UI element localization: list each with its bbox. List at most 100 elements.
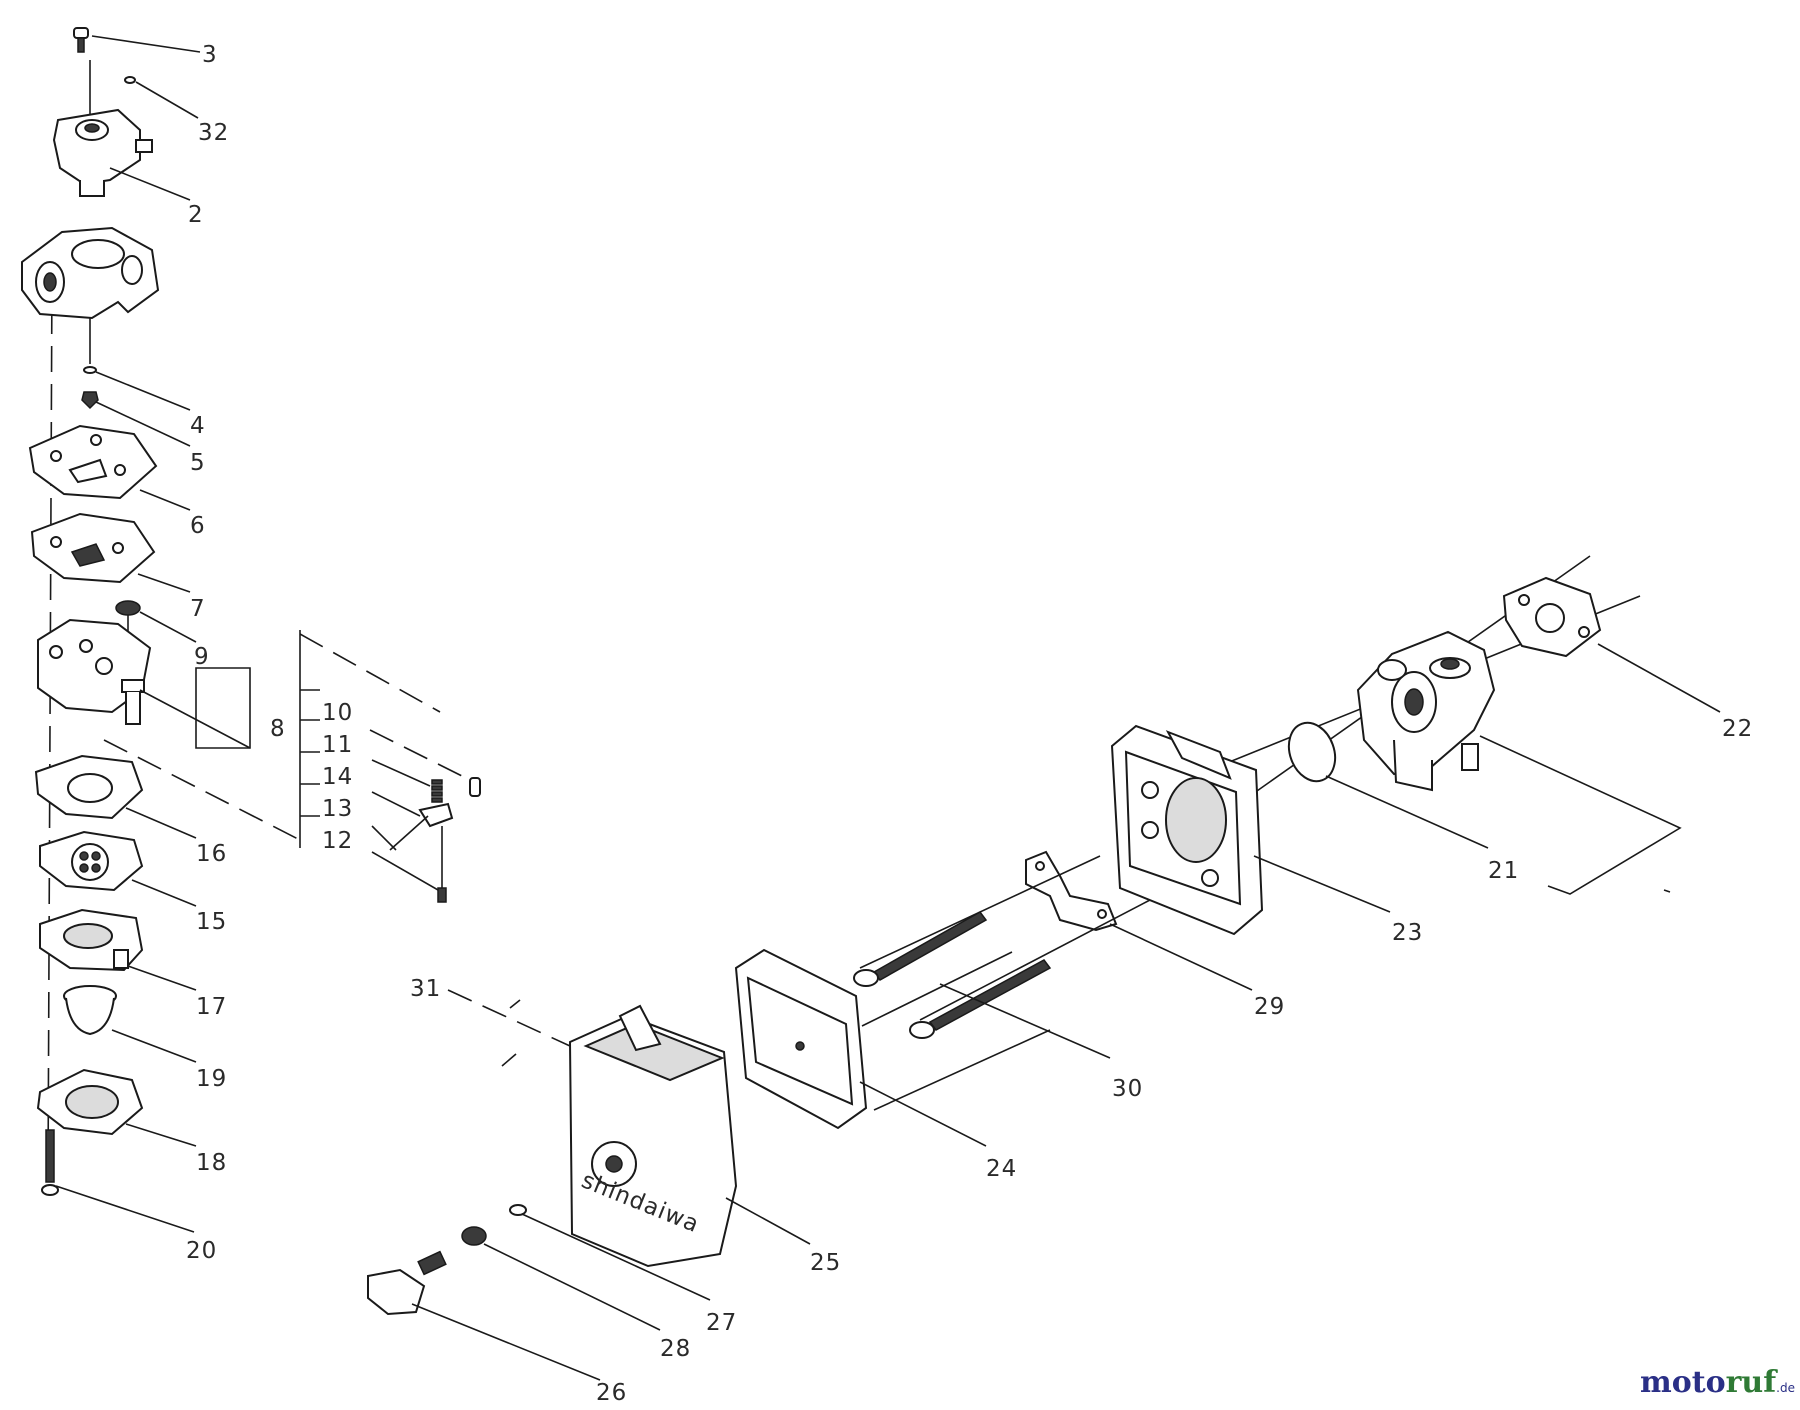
leader-21 xyxy=(1325,775,1489,849)
callout-3: 3 xyxy=(202,42,218,68)
part-10-inlet-needle xyxy=(469,777,481,797)
callout-14: 14 xyxy=(322,764,353,790)
callout-8: 8 xyxy=(270,716,286,742)
callout-24: 24 xyxy=(986,1156,1017,1182)
callout-26: 26 xyxy=(596,1380,627,1406)
part-13-control-lever xyxy=(418,802,454,828)
part-28-washer xyxy=(461,1226,487,1246)
leader-14 xyxy=(371,791,421,817)
leader-2 xyxy=(109,167,191,201)
leader-16 xyxy=(125,807,197,839)
callout-27: 27 xyxy=(706,1310,737,1336)
part-18-retainer-plate xyxy=(36,1068,144,1136)
callout-25: 25 xyxy=(810,1250,841,1276)
callout-18: 18 xyxy=(196,1150,227,1176)
leader-27 xyxy=(521,1213,711,1301)
leader-13 xyxy=(371,825,397,851)
callout-32: 32 xyxy=(198,120,229,146)
bolt-axis-2 xyxy=(919,899,1151,1021)
watermark-part2: ruf xyxy=(1726,1365,1779,1400)
kit-ticks xyxy=(300,689,320,817)
leader-5 xyxy=(95,401,191,447)
part-2-pump-cover xyxy=(52,108,153,197)
part-20-screw xyxy=(41,1129,59,1196)
leader-11 xyxy=(371,759,431,787)
part-assembled-carburetor xyxy=(1356,630,1496,792)
callout-22: 22 xyxy=(1722,716,1753,742)
part-5-jet xyxy=(81,391,99,410)
leader-18 xyxy=(125,1123,197,1147)
svg-text:motoruf.de: motoruf.de xyxy=(1640,1365,1795,1400)
leader-15 xyxy=(131,879,197,907)
part-4-o-ring xyxy=(83,366,97,374)
dash-31 xyxy=(447,989,571,1047)
tick-31b xyxy=(501,1053,517,1067)
leader-3 xyxy=(91,35,201,53)
part-9-filter-screen xyxy=(115,600,141,616)
filter-axis-lower xyxy=(873,1029,1051,1111)
leader-32 xyxy=(135,81,199,119)
tick-31a xyxy=(509,999,521,1009)
leader-22 xyxy=(1597,643,1721,713)
part-7-diaphragm xyxy=(30,512,156,584)
callout-23: 23 xyxy=(1392,920,1423,946)
callout-7: 7 xyxy=(190,596,206,622)
part-14-spring xyxy=(431,779,443,803)
part-21-o-ring xyxy=(1287,721,1337,783)
callout-10: 10 xyxy=(322,700,353,726)
callout-17: 17 xyxy=(196,994,227,1020)
alignment-axis-left xyxy=(47,269,53,1181)
part-30-bolt-upper xyxy=(853,911,988,987)
part-19-primer-bulb xyxy=(63,985,117,1036)
part-8-metering-body xyxy=(37,618,152,725)
callout-15: 15 xyxy=(196,909,227,935)
leader-20 xyxy=(55,1185,195,1233)
dash-kit-top xyxy=(299,633,441,713)
callout-31: 31 xyxy=(410,976,441,1002)
part-26-knob xyxy=(367,1250,447,1316)
callout-5-top: 5 xyxy=(190,450,206,476)
part-23-air-box-base xyxy=(1110,724,1264,936)
callout-16: 16 xyxy=(196,841,227,867)
callout-21: 21 xyxy=(1488,858,1519,884)
callout-4: 4 xyxy=(190,413,206,439)
callout-19: 19 xyxy=(196,1066,227,1092)
leader-24 xyxy=(859,1081,987,1147)
dash-kit-10 xyxy=(369,729,471,781)
callout-13: 13 xyxy=(322,796,353,822)
leader-30 xyxy=(939,983,1111,1059)
callout-12: 12 xyxy=(322,828,353,854)
lever-screw xyxy=(437,887,447,903)
callout-2-top: 2 xyxy=(188,202,204,228)
part-15-pump-diaphragm xyxy=(39,830,144,892)
watermark-suffix: .de xyxy=(1776,1381,1795,1395)
part-24-filter-element xyxy=(734,948,868,1130)
callout-30: 30 xyxy=(1112,1076,1143,1102)
part-1-carburetor-body xyxy=(21,226,160,320)
part-22-gasket xyxy=(1502,576,1602,658)
leader-29 xyxy=(1109,923,1253,991)
part-3-screw xyxy=(73,27,89,53)
leader-6-top xyxy=(139,489,191,511)
callout-20: 20 xyxy=(186,1238,217,1264)
part-30-bolt-lower xyxy=(909,959,1052,1039)
leader-4 xyxy=(95,371,191,411)
leader-8 xyxy=(139,689,251,749)
callout-9: 9 xyxy=(194,644,210,670)
watermark-logo: motoruf.de xyxy=(1640,1365,1795,1400)
watermark-part1: moto xyxy=(1640,1365,1726,1400)
part-6-gasket xyxy=(28,424,158,500)
callout-28: 28 xyxy=(660,1336,691,1362)
part-32-washer xyxy=(124,76,136,84)
part-17-pump-body xyxy=(39,908,144,972)
bracket-8-left xyxy=(195,667,251,749)
leader-7 xyxy=(137,573,191,593)
callout-6-top: 6 xyxy=(190,513,206,539)
leader-23 xyxy=(1253,855,1391,913)
leader-9 xyxy=(139,611,197,643)
callout-29: 29 xyxy=(1254,994,1285,1020)
leader-26 xyxy=(411,1303,601,1381)
leader-12 xyxy=(371,851,439,891)
bracket-21 xyxy=(1479,735,1682,895)
